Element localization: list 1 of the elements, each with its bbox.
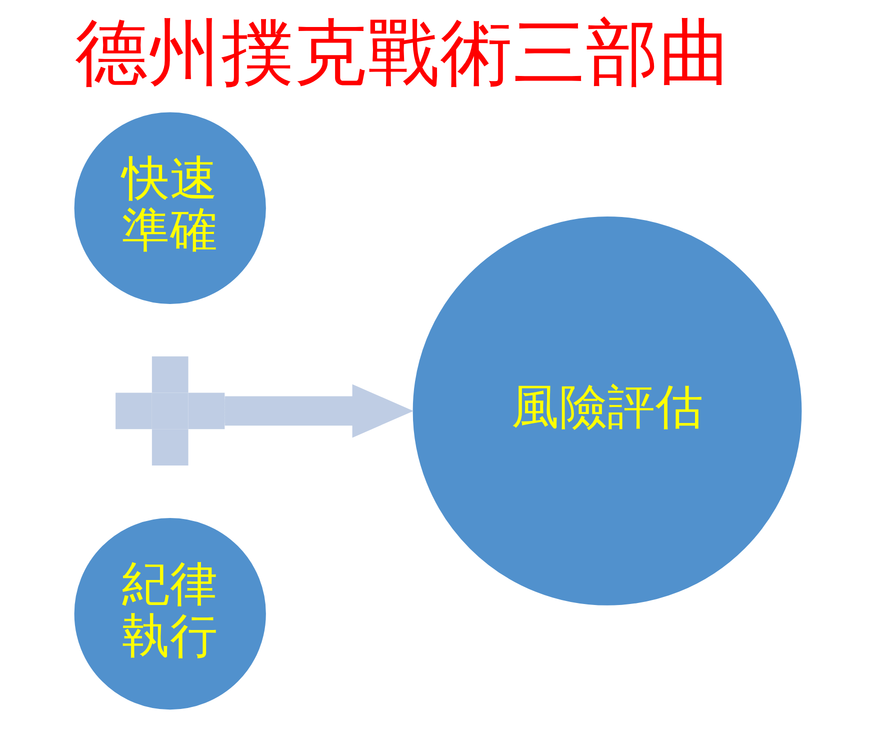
diagram-title: 德州撲克戰術三部曲	[74, 10, 732, 96]
